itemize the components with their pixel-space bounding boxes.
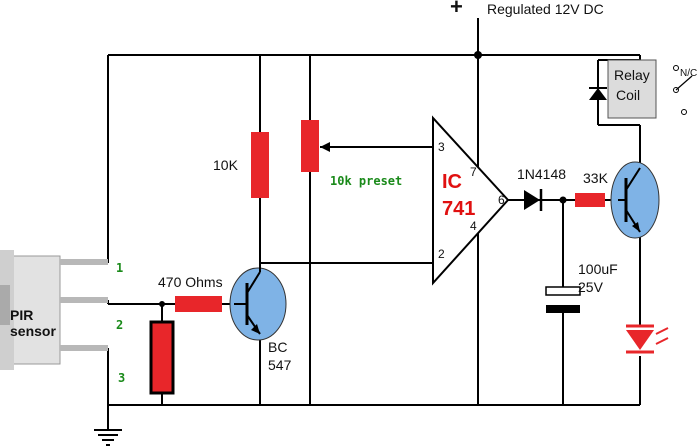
diode-1n4148: 1N4148 [517, 166, 566, 211]
preset-10k: 10k preset [301, 120, 402, 188]
preset-label: 10k preset [330, 174, 402, 188]
resistor-470: 470 Ohms [158, 274, 223, 312]
transistor-bc547: BC 547 [229, 263, 292, 373]
capacitor-label-line1: 100uF [578, 261, 618, 277]
resistor-10k-label: 10K [213, 157, 239, 173]
pir-label-line1: PIR [10, 307, 33, 323]
ground-icon [94, 429, 122, 446]
ic-label-line1: IC [442, 171, 462, 193]
relay: Relay Coil N/C [589, 59, 697, 119]
wires [60, 18, 641, 430]
pir-label-line2: sensor [10, 323, 56, 339]
capacitor-label-line2: 25V [578, 279, 604, 295]
resistor-10k: 10K [213, 132, 269, 198]
transistor-output [610, 161, 660, 239]
supply-terminal: + Regulated 12V DC [450, 0, 604, 19]
supply-label: Regulated 12V DC [487, 1, 604, 17]
relay-label-line1: Relay [614, 67, 650, 83]
pir-pin3: 3 [118, 371, 125, 385]
ic-pin4: 4 [470, 219, 477, 233]
flyback-diode [589, 87, 607, 100]
supply-plus: + [450, 0, 463, 19]
diode-label: 1N4148 [517, 166, 566, 182]
resistor-33k-label: 33K [583, 170, 609, 186]
pir-sensor: PIR sensor 1 2 3 [0, 250, 125, 385]
pir-pin2: 2 [116, 318, 123, 332]
relay-contact-label: N/C [680, 68, 697, 79]
ic-label-line2: 741 [442, 198, 475, 220]
transistor-label-line1: BC [268, 339, 287, 355]
resistor-load [149, 320, 175, 395]
ic-pin3: 3 [438, 140, 445, 154]
resistor-470-label: 470 Ohms [158, 274, 223, 290]
ic-pin2: 2 [438, 247, 445, 261]
transistor-label-line2: 547 [268, 357, 292, 373]
junctions [159, 51, 567, 307]
resistor-33k: 33K [575, 170, 609, 207]
led [626, 324, 669, 354]
ic-pin6: 6 [498, 193, 505, 207]
relay-contact: N/C [673, 65, 697, 115]
relay-label-line2: Coil [616, 87, 640, 103]
ic-741: 3 2 7 6 4 IC 741 [432, 115, 510, 286]
pir-pin1: 1 [116, 261, 123, 275]
ic-pin7: 7 [470, 165, 477, 179]
capacitor-100uf: 100uF 25V [545, 261, 618, 313]
